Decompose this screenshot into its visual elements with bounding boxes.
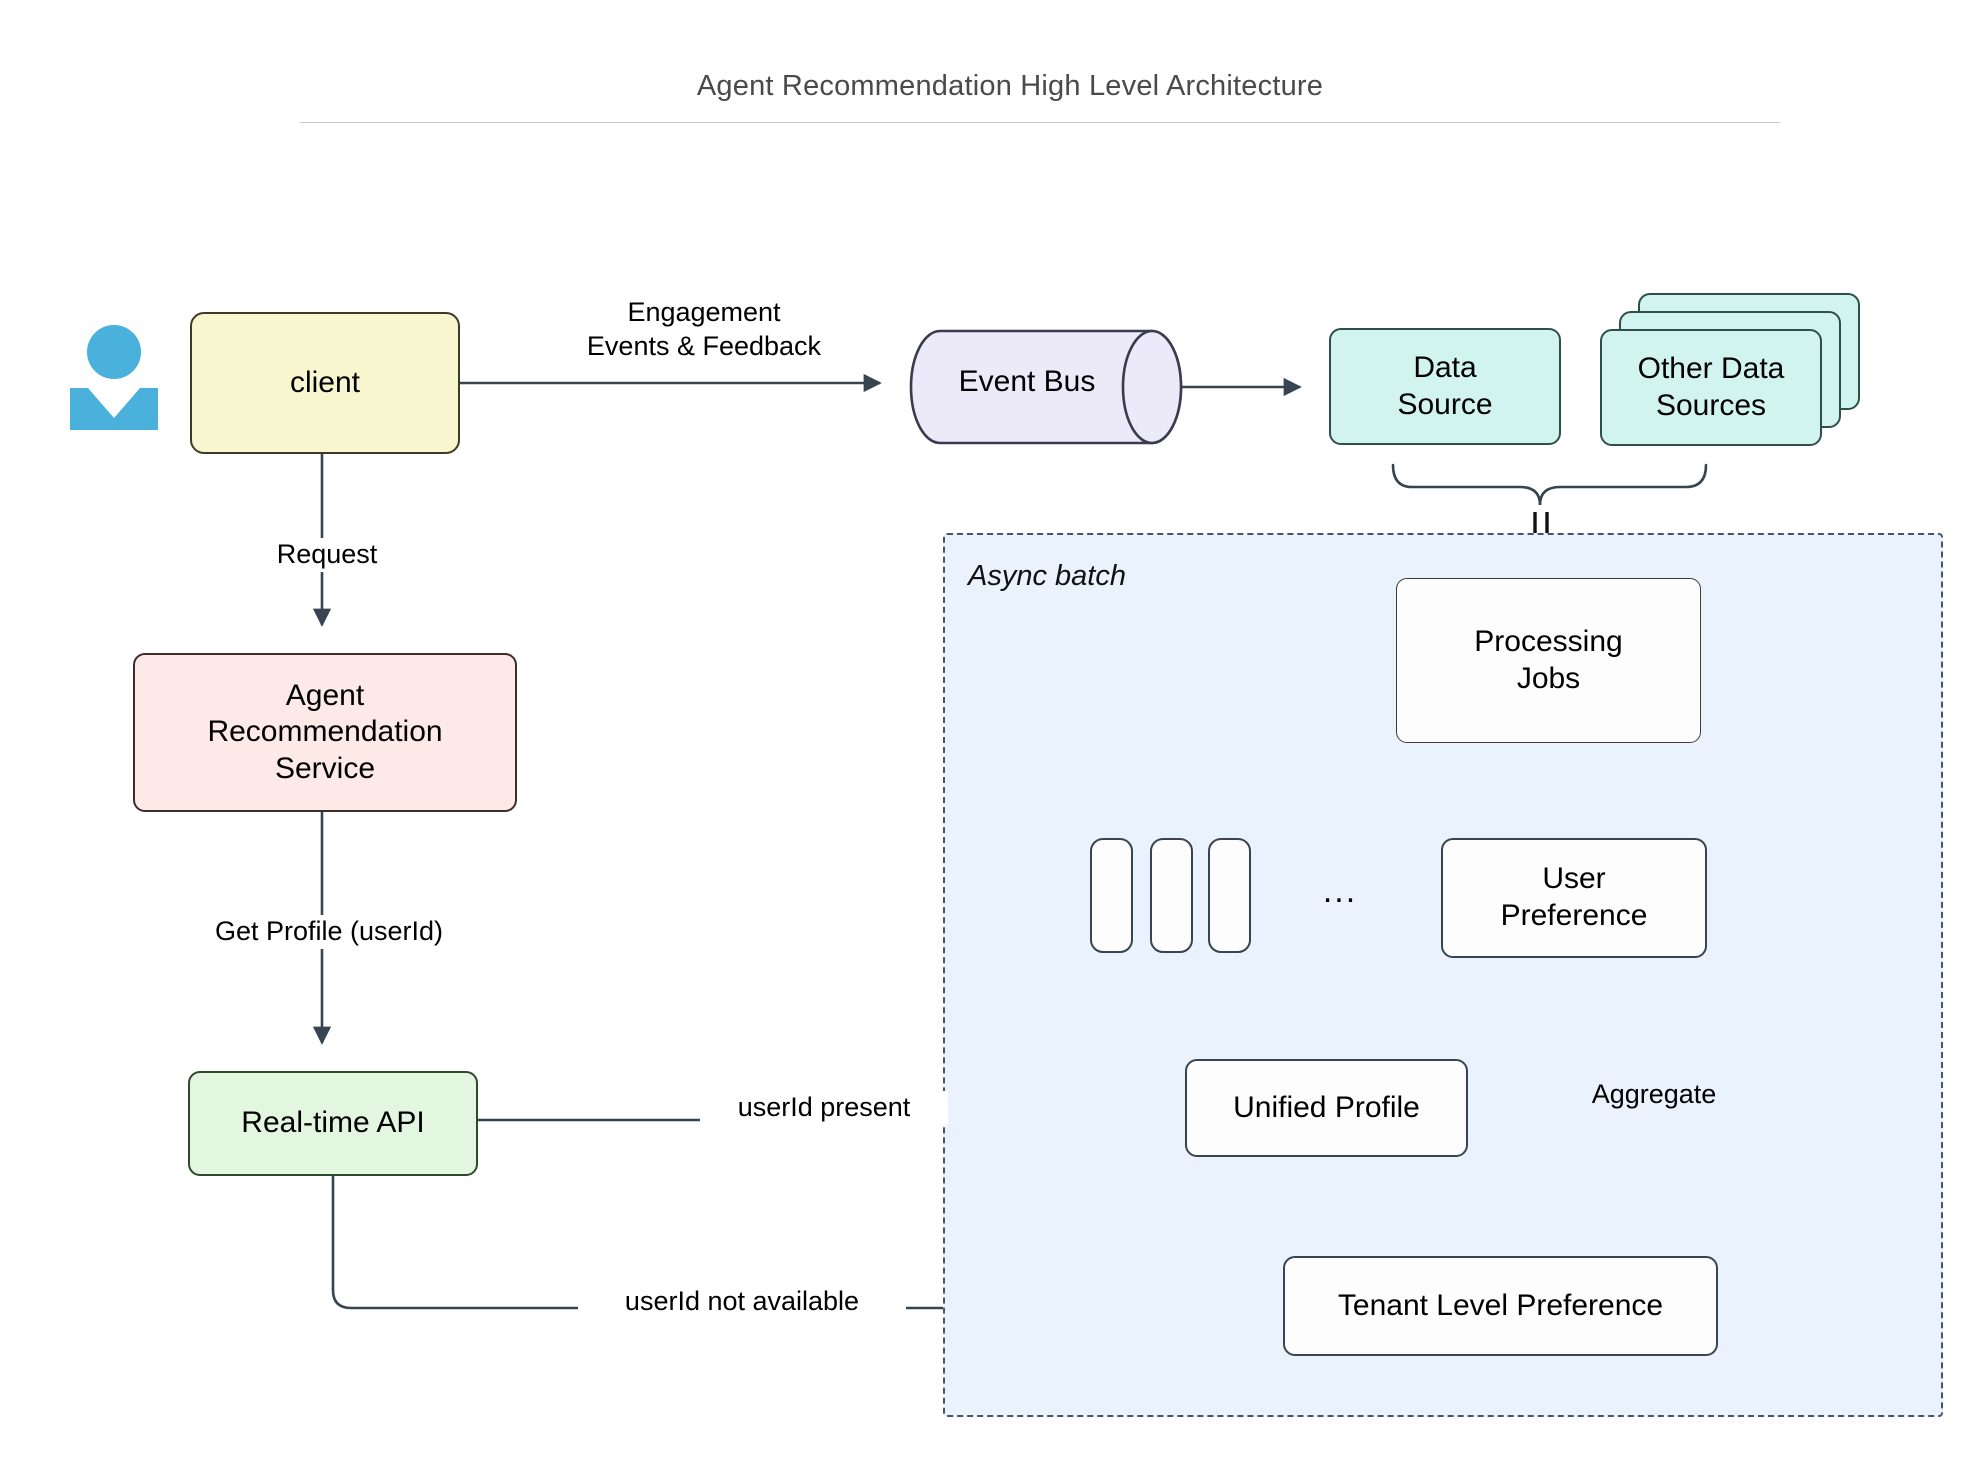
node-realtime-api[interactable]: Real-time API	[188, 1071, 478, 1176]
edge-label-get-profile: Get Profile (userId)	[160, 915, 498, 949]
node-client[interactable]: client	[190, 312, 460, 454]
person-icon	[70, 325, 158, 430]
edge-label-userid-not-available: userId not available	[578, 1285, 906, 1319]
preference-pill-2[interactable]	[1150, 838, 1193, 953]
other-data-sources-card-front[interactable]: Other Data Sources	[1600, 329, 1822, 446]
node-tenant-level-preference-label: Tenant Level Preference	[1337, 1288, 1664, 1322]
page-title: Agent Recommendation High Level Architec…	[696, 70, 1324, 102]
preference-pill-1[interactable]	[1090, 838, 1133, 953]
event-bus-cylinder	[909, 329, 1183, 445]
node-client-label: client	[289, 365, 361, 399]
node-data-source-label: Data Source	[1397, 350, 1493, 421]
node-processing-jobs-label: Processing Jobs	[1474, 624, 1623, 695]
edge-label-userid-present: userId present	[700, 1091, 948, 1125]
node-realtime-api-label: Real-time API	[241, 1106, 425, 1140]
node-event-bus-label: Event Bus	[958, 365, 1096, 398]
node-agent-recommendation-service[interactable]: Agent Recommendation Service	[133, 653, 517, 812]
node-data-source[interactable]: Data Source	[1329, 328, 1561, 445]
preference-pill-3[interactable]	[1208, 838, 1251, 953]
node-tenant-level-preference[interactable]: Tenant Level Preference	[1283, 1256, 1718, 1356]
node-other-data-sources[interactable]: Other Data Sources	[1600, 293, 1860, 448]
title-divider	[300, 122, 1780, 123]
brace-data-sources	[1391, 463, 1708, 506]
node-user-preference[interactable]: User Preference	[1441, 838, 1707, 958]
node-unified-profile[interactable]: Unified Profile	[1185, 1059, 1468, 1157]
async-batch-label: Async batch	[968, 560, 1126, 592]
edge-label-engagement: Engagement Events & Feedback	[565, 296, 843, 364]
edge-realtime-api-to-tenant-level-preference	[331, 1176, 1257, 1318]
node-agent-recommendation-service-label: Agent Recommendation Service	[207, 678, 443, 785]
node-unified-profile-label: Unified Profile	[1233, 1090, 1420, 1124]
preference-pills-ellipsis: ...	[1322, 872, 1358, 910]
edge-label-aggregate: Aggregate	[1555, 1078, 1753, 1112]
node-other-data-sources-label: Other Data Sources	[1637, 351, 1785, 422]
node-processing-jobs[interactable]: Processing Jobs	[1396, 578, 1701, 743]
node-user-preference-label: User Preference	[1500, 862, 1648, 932]
edge-label-request: Request	[243, 538, 411, 572]
